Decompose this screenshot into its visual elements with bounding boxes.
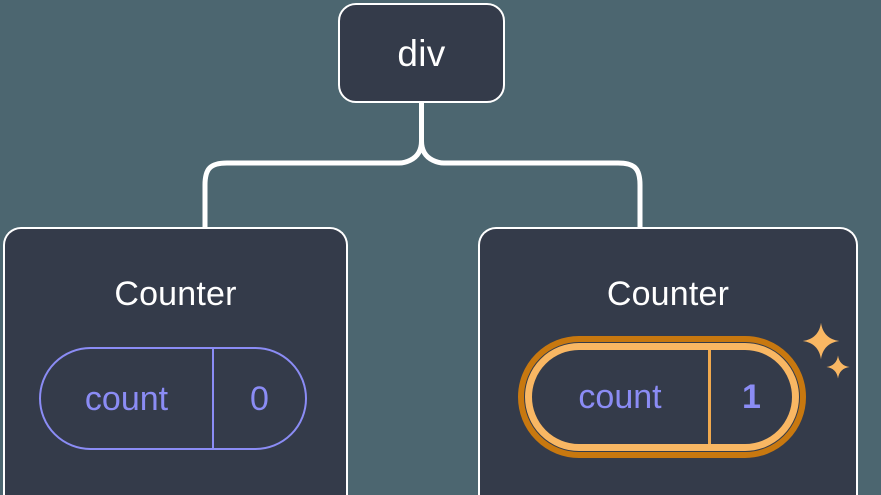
state-pill-left[interactable]: count 0 — [39, 347, 307, 450]
state-key-left: count — [41, 349, 214, 448]
sparkle-small-icon — [826, 355, 850, 379]
connector-branch-left — [202, 140, 424, 227]
counter-right-label: Counter — [606, 275, 730, 313]
state-pill-right[interactable]: count 1 — [525, 343, 799, 451]
counter-left-label: Counter — [114, 275, 237, 313]
sparkle-large-icon — [802, 322, 840, 360]
div-node[interactable]: div — [338, 3, 505, 103]
state-key-right: count — [532, 350, 711, 444]
state-value-right: 1 — [742, 378, 761, 416]
state-value-left: 0 — [250, 379, 269, 418]
state-pill-right-highlight-ring — [518, 336, 806, 458]
div-node-label: div — [397, 32, 446, 74]
connector-branch-right — [419, 140, 643, 227]
